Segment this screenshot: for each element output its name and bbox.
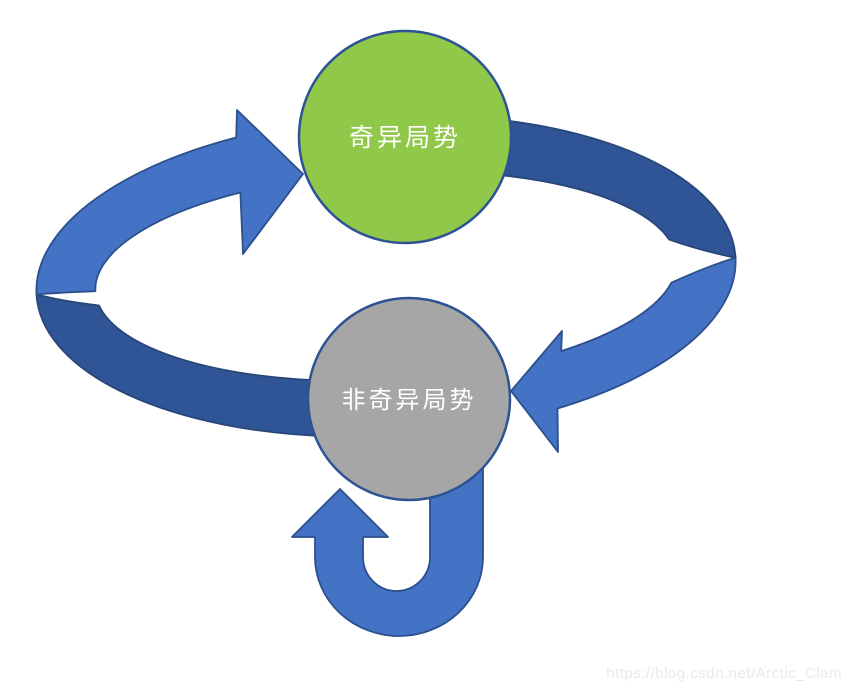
curved-arrow-to-singular bbox=[35, 109, 304, 296]
curved-arrow-to-nonsingular bbox=[510, 256, 737, 453]
cycle-ribbon-back-lower-left bbox=[35, 293, 342, 438]
node-nonsingular-label: 非奇异局势 bbox=[342, 387, 477, 414]
watermark: https://blog.csdn.net/Arctic_Clam bbox=[606, 665, 842, 682]
node-singular-label: 奇异局势 bbox=[349, 124, 461, 152]
node-nonsingular-circle bbox=[306, 296, 512, 502]
node-singular-circle bbox=[297, 29, 513, 245]
